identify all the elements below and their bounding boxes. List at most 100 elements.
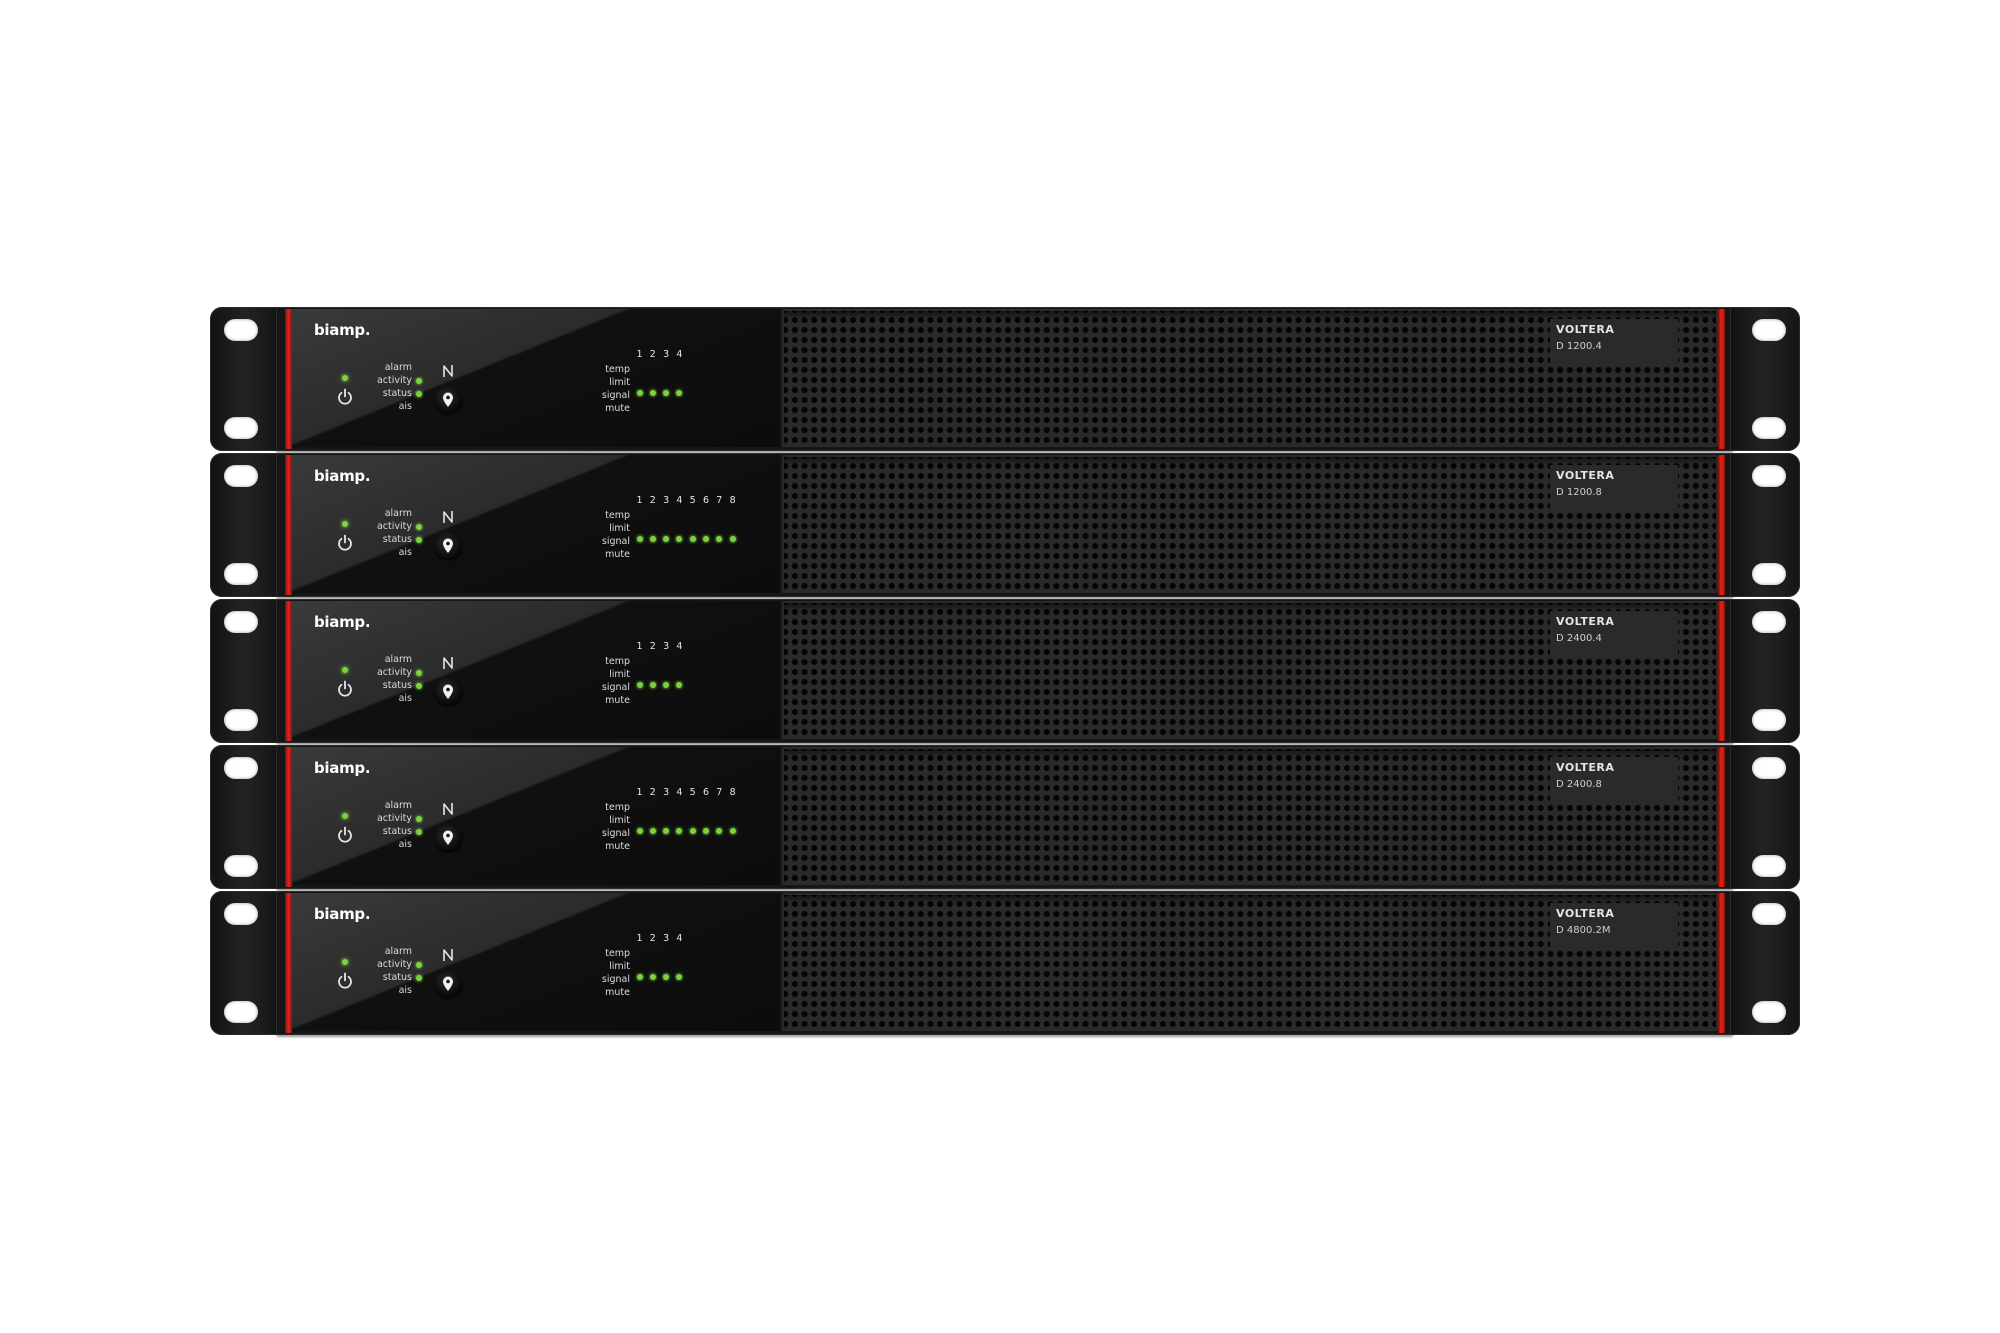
channel-signal-led (636, 828, 643, 834)
status-label-ais: ais (398, 547, 412, 558)
channel-signal-led (649, 390, 656, 396)
mounting-hole (224, 611, 258, 633)
power-icon[interactable] (335, 533, 355, 553)
status-label-alarm: alarm (384, 946, 412, 957)
location-pin-icon (443, 538, 453, 553)
locate-button[interactable] (433, 969, 463, 999)
channel-signal-led (649, 682, 656, 688)
channel-signal-led (703, 536, 709, 542)
channel-signal-led (676, 828, 683, 834)
model-plate: VOLTERA D 2400.8 (1550, 757, 1678, 801)
channel-signal-led (649, 536, 656, 542)
front-panel: biamp. alarm activity status ais (292, 309, 780, 447)
brand-logo: biamp. (314, 613, 371, 631)
status-label-alarm: alarm (384, 362, 412, 373)
brand-logo: biamp. (314, 905, 371, 923)
mounting-hole (1752, 417, 1786, 439)
power-icon[interactable] (335, 825, 355, 845)
status-label-ais: ais (398, 985, 412, 996)
rack-ear-left (210, 745, 280, 889)
status-label-alarm: alarm (384, 508, 412, 519)
status-led (416, 391, 422, 397)
row-label-temp: temp (605, 802, 630, 813)
product-brand: VOLTERA (1556, 469, 1615, 482)
status-label-status: status (362, 533, 422, 546)
locate-button[interactable] (433, 823, 463, 853)
row-label-signal: signal (601, 682, 630, 693)
model-plate: VOLTERA D 1200.4 (1550, 319, 1678, 363)
row-label-signal: signal (601, 536, 630, 547)
activity-led (416, 524, 422, 530)
product-brand: VOLTERA (1556, 323, 1615, 336)
channel-row-labels: temp limit signal mute (588, 509, 630, 561)
channel-signal-led (636, 682, 643, 688)
power-led (342, 375, 348, 381)
red-accent-stripe (285, 601, 292, 741)
amplifier-unit-4: biamp. alarm activity status ais (210, 745, 1800, 889)
channel-row-labels: temp limit signal mute (588, 801, 630, 853)
row-label-limit: limit (609, 377, 630, 388)
amplifier-unit-3: biamp. alarm activity status ais (210, 599, 1800, 743)
channel-number: 4 (676, 933, 683, 944)
amplifier-chassis: biamp. alarm activity status ais (276, 453, 1734, 597)
channel-number: 4 (676, 495, 683, 506)
channel-signal-led (636, 536, 643, 542)
amplifier-chassis: biamp. alarm activity status ais (276, 307, 1734, 451)
channel-number: 2 (649, 641, 656, 652)
activity-led (416, 378, 422, 384)
status-label-ais: ais (398, 401, 412, 412)
power-icon[interactable] (335, 387, 355, 407)
channel-signal-led (729, 828, 736, 834)
status-label-activity: activity (362, 666, 422, 679)
ventilation-grille: VOLTERA D 2400.4 (782, 601, 1718, 739)
nfc-icon (443, 657, 453, 669)
locate-button[interactable] (433, 677, 463, 707)
channel-signal-led (676, 536, 683, 542)
amplifier-unit-2: biamp. alarm activity status ais (210, 453, 1800, 597)
nfc-icon (443, 803, 453, 815)
red-accent-stripe (1718, 747, 1725, 887)
channel-number: 6 (702, 787, 710, 798)
channel-number: 3 (663, 641, 670, 652)
channel-signal-led (676, 682, 683, 688)
row-label-limit: limit (609, 961, 630, 972)
row-label-signal: signal (601, 828, 630, 839)
rack-ear-right (1730, 307, 1800, 451)
channel-number: 1 (636, 787, 643, 798)
channel-signal-led (663, 390, 670, 396)
channel-number: 8 (729, 787, 736, 798)
locate-button[interactable] (433, 531, 463, 561)
mounting-hole (1752, 855, 1786, 877)
channel-row-labels: temp limit signal mute (588, 363, 630, 415)
amplifier-unit-1: biamp. alarm activity status ais (210, 307, 1800, 451)
nfc-icon (443, 365, 453, 377)
activity-led (416, 670, 422, 676)
red-accent-stripe (1718, 893, 1725, 1033)
channel-number: 8 (729, 495, 736, 506)
row-label-mute: mute (605, 695, 630, 706)
power-icon[interactable] (335, 971, 355, 991)
power-led (342, 959, 348, 965)
row-label-signal: signal (601, 390, 630, 401)
location-pin-icon (443, 392, 453, 407)
rack-ear-right (1730, 891, 1800, 1035)
row-label-temp: temp (605, 948, 630, 959)
location-pin-icon (443, 976, 453, 991)
channel-signal-led (663, 828, 670, 834)
row-label-mute: mute (605, 987, 630, 998)
activity-led (416, 816, 422, 822)
product-brand: VOLTERA (1556, 761, 1615, 774)
rack-ear-right (1730, 453, 1800, 597)
activity-led (416, 962, 422, 968)
channel-signal-led (663, 682, 670, 688)
brand-logo: biamp. (314, 321, 371, 339)
row-label-signal: signal (601, 974, 630, 985)
locate-button[interactable] (433, 385, 463, 415)
product-model: D 1200.8 (1556, 487, 1602, 498)
power-icon[interactable] (335, 679, 355, 699)
model-plate: VOLTERA D 2400.4 (1550, 611, 1678, 655)
row-label-temp: temp (605, 656, 630, 667)
mounting-hole (1752, 903, 1786, 925)
mounting-hole (1752, 465, 1786, 487)
row-label-mute: mute (605, 841, 630, 852)
